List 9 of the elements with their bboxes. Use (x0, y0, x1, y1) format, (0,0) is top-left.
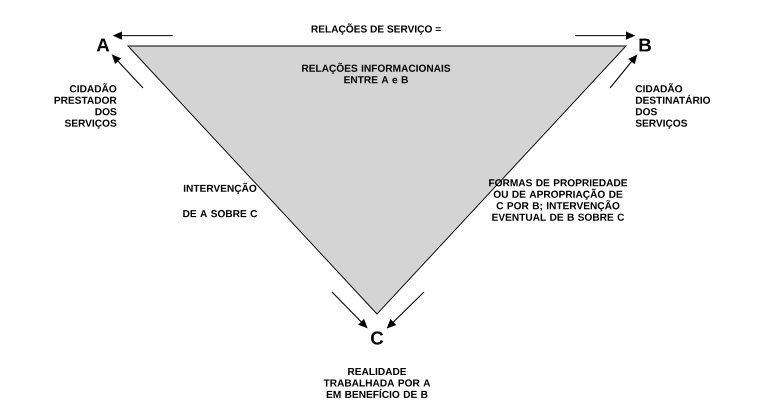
vertex-label: B (640, 38, 651, 52)
annotation-text: RELAÇÕES DE SERVIÇO = (312, 23, 441, 35)
vertex-caption: CIDADÃO PRESTADOR DOS SERVIÇOS (54, 83, 117, 129)
vertex-caption: REALIDADE TRABALHADA POR A EM BENEFÍCIO DE B (324, 368, 430, 398)
vertex-caption: CIDADÃO DESTINATÁRIO DOS SERVIÇOS (636, 83, 710, 129)
annotation-text: RELAÇÕES INFORMACIONAIS ENTRE A e B (302, 62, 450, 84)
vertex-label: C (371, 331, 384, 345)
annotation-text: INTERVENÇÃO DE A SOBRE C (183, 182, 258, 218)
vertex-label: A (96, 38, 110, 52)
